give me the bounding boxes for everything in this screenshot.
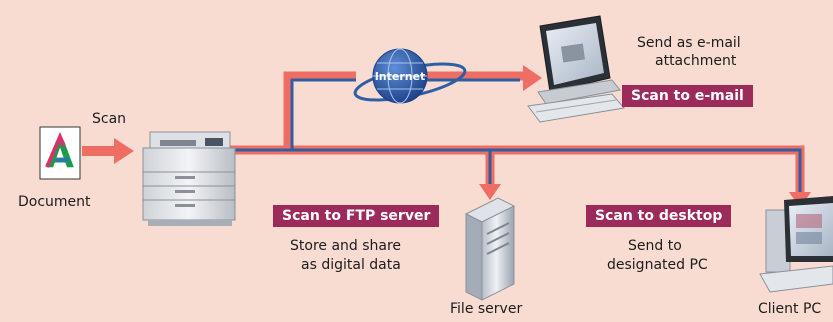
document-label: Document [18, 194, 91, 210]
desktop-description-line2: designated PC [607, 257, 708, 273]
scan-to-ftp-badge: Scan to FTP server [273, 205, 440, 227]
desktop-description-line1: Send to [628, 238, 682, 254]
client-pc-icon [759, 196, 833, 293]
file-server-label: File server [450, 301, 523, 317]
scan-label: Scan [92, 111, 127, 127]
client-pc-label: Client PC [758, 301, 822, 317]
arrow-to-file-server [479, 184, 501, 200]
scan-to-desktop-badge: Scan to desktop [586, 205, 732, 227]
email-description-line2: attachment [655, 53, 737, 69]
ftp-description-line1: Store and share [290, 238, 402, 254]
ftp-description-line2: as digital data [301, 257, 401, 273]
copier-icon [142, 131, 236, 226]
arrow-to-email-pc [523, 65, 542, 91]
email-description-line1: Send as e-mail [637, 35, 741, 51]
scan-arrow [82, 138, 134, 164]
server-icon [464, 197, 516, 301]
scan-to-email-badge: Scan to e-mail [622, 85, 753, 107]
document-icon: A [39, 126, 81, 180]
computer-icon [527, 15, 625, 123]
globe-icon: Internet [353, 48, 467, 104]
internet-label: Internet [375, 70, 426, 83]
